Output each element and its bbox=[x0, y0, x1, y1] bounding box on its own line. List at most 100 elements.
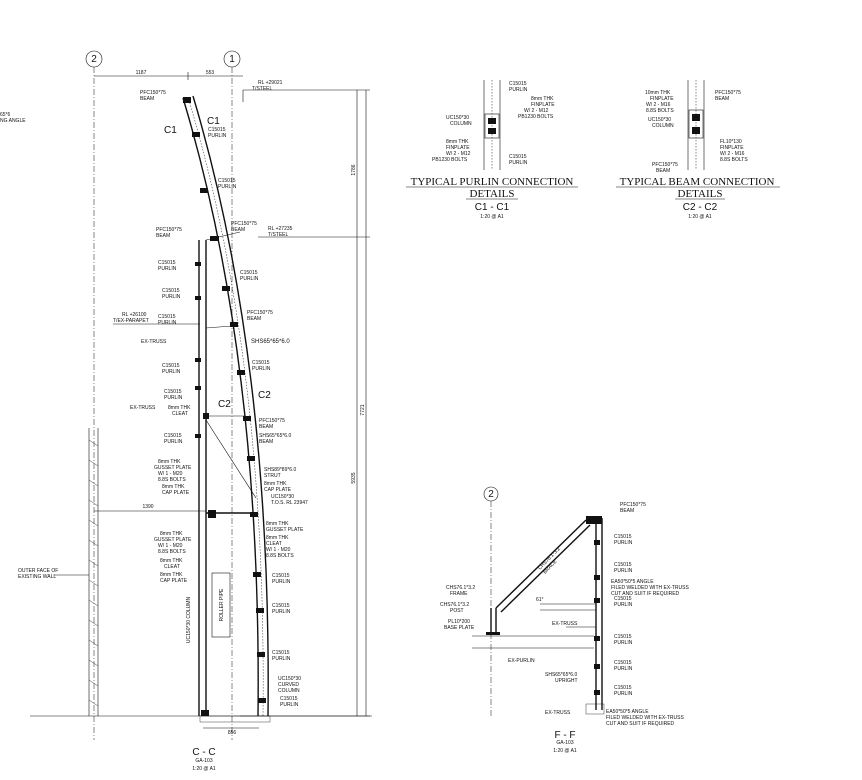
ff-label-9: CUT AND SUIT IF REQUIRED bbox=[611, 591, 680, 597]
detail-c1: C15015 PURLIN 8mm THK FINPLATE W/ 2 - M1… bbox=[406, 80, 578, 220]
cc-title: C - C bbox=[192, 747, 215, 758]
ff-label-5: C15015 bbox=[614, 562, 632, 568]
label-cr2: C15015 bbox=[252, 360, 270, 366]
c2-label-4: 8.8S BOLTS bbox=[646, 108, 674, 114]
curved-column-inner bbox=[192, 95, 269, 717]
column-note: UC150*30 COLUMN bbox=[186, 597, 192, 644]
c2-title-2: DETAILS bbox=[678, 188, 723, 200]
ff-label-10: C15015 bbox=[614, 596, 632, 602]
label-cap-l-1: 8mm THK bbox=[162, 484, 185, 490]
c1-label-9: 8mm THK bbox=[446, 139, 469, 145]
dim-h-low: 1390 bbox=[142, 504, 153, 510]
label-ex-truss: EX-TRUSS bbox=[141, 339, 167, 345]
label-gusset-4: 8.8S BOLTS bbox=[158, 477, 186, 483]
curved-column-outer bbox=[182, 97, 259, 717]
ff-label-27: PURLIN bbox=[614, 691, 633, 697]
label-pfc-mid: PFC150*75 bbox=[231, 221, 257, 227]
existing-wall bbox=[88, 428, 99, 716]
dim-top-left: 1187 bbox=[136, 70, 147, 76]
label-cap-r-1: 8mm THK bbox=[264, 481, 287, 487]
ff-label-25: UPRIGHT bbox=[555, 678, 578, 684]
label-cap-b-1: 8mm THK bbox=[160, 572, 183, 578]
ff-label-4: PURLIN bbox=[614, 540, 633, 546]
label-cr3b: PURLIN bbox=[272, 579, 291, 585]
rl-parapet: RL +26100 bbox=[122, 312, 147, 318]
label-cr4: C15015 bbox=[272, 603, 290, 609]
ff-label-11: PURLIN bbox=[614, 602, 633, 608]
ff-label-20: PURLIN bbox=[614, 640, 633, 646]
c2-label-6: BEAM bbox=[715, 96, 729, 102]
ff-label-22: C15015 bbox=[614, 660, 632, 666]
label-gus-r-2: GUSSET PLATE bbox=[266, 527, 304, 533]
label-cr3: C15015 bbox=[272, 573, 290, 579]
label-cl5b: PURLIN bbox=[164, 395, 183, 401]
label-cr5b: PURLIN bbox=[272, 656, 291, 662]
cut-mark-c2-b: C2 bbox=[258, 390, 271, 401]
label-uc-r-1: UC150*30 bbox=[271, 494, 294, 500]
c1-label-14: PURLIN bbox=[509, 160, 528, 166]
ff-label-29: EA50*50*5 ANGLE bbox=[606, 709, 649, 715]
ff-label-15: POST bbox=[450, 608, 464, 614]
label-pfc-r: PFC150*75 bbox=[247, 310, 273, 316]
section-ff: 2 CHS76.1*3.2 BRACE 61° PFC150*75 BEAM C… bbox=[440, 486, 689, 754]
label-cap-b-2: CAP PLATE bbox=[160, 578, 188, 584]
ex-truss-member bbox=[205, 325, 233, 329]
ff-label-6: PURLIN bbox=[614, 568, 633, 574]
rl-top-sub: T/STEEL bbox=[252, 86, 273, 92]
c1-label-7: UC150*30 bbox=[446, 115, 469, 121]
ff-label-1: PFC150*75 bbox=[620, 502, 646, 508]
label-uc-r-2: T.O.S. RL 23947 bbox=[271, 500, 308, 506]
c2-title-1: TYPICAL BEAM CONNECTION bbox=[620, 176, 775, 188]
c1-label-13: C15015 bbox=[509, 154, 527, 160]
label-cl1b: PURLIN bbox=[158, 266, 177, 272]
label-pfc-left-2: BEAM bbox=[156, 233, 170, 239]
edge-text-b: NG ANGLE bbox=[0, 118, 26, 124]
c1-title-1: TYPICAL PURLIN CONNECTION bbox=[411, 176, 574, 188]
label-cleat-r-3: W/ 1 - M20 bbox=[266, 547, 291, 553]
label-gus-l-3: W/ 1 - M20 bbox=[158, 543, 183, 549]
label-ex-truss-2: EX-TRUSS bbox=[130, 405, 156, 411]
c2-label-13: PFC150*75 bbox=[652, 162, 678, 168]
c2-label-2: FINPLATE bbox=[650, 96, 674, 102]
c1-scale: 1:20 @ A1 bbox=[480, 214, 504, 220]
label-cl2b: PURLIN bbox=[162, 294, 181, 300]
rl-mid: RL +27235 bbox=[268, 226, 293, 232]
ff-scale: 1:20 @ A1 bbox=[553, 748, 577, 754]
c1-label-12: PB1230 BOLTS bbox=[432, 157, 468, 163]
roller-pipe-box bbox=[211, 572, 231, 638]
label-cap-l-2: CAP PLATE bbox=[162, 490, 190, 496]
label-gusset-2: GUSSET PLATE bbox=[154, 465, 192, 471]
c2-label-14: BEAM bbox=[656, 168, 670, 174]
ff-label-12: CHS76.1*3.2 bbox=[446, 585, 475, 591]
cut-mark-c1-a: C1 bbox=[164, 125, 177, 136]
label-cr1b: PURLIN bbox=[240, 276, 259, 282]
c2-label-1: 10mm THK bbox=[645, 90, 671, 96]
cut-mark-c2-a: C2 bbox=[218, 399, 231, 410]
grid-label-2: 2 bbox=[91, 54, 97, 65]
label-cr2b: PURLIN bbox=[252, 366, 271, 372]
purlin-marks bbox=[183, 97, 266, 716]
label-gus-r-1: 8mm THK bbox=[266, 521, 289, 527]
outer-face-1: OUTER FACE OF bbox=[18, 568, 58, 574]
label-cl4: C15015 bbox=[162, 363, 180, 369]
ff-label-31: CUT AND SUIT IF REQUIRED bbox=[606, 721, 675, 727]
label-shs-r: SHS65*65*6.0 bbox=[259, 433, 291, 439]
c1-label-10: FINPLATE bbox=[446, 145, 470, 151]
ff-brace-b bbox=[500, 524, 591, 613]
ff-label-7: EA50*50*5 ANGLE bbox=[611, 579, 654, 585]
ff-ref: GA-103 bbox=[556, 740, 573, 746]
c2-label-5: PFC150*75 bbox=[715, 90, 741, 96]
label-cleat-r-4: 8.8S BOLTS bbox=[266, 553, 294, 559]
dim-v2: 7721 bbox=[360, 404, 366, 415]
label-cap-r-2: CAP PLATE bbox=[264, 487, 292, 493]
section-cc: 2 1 1187 553 RL +29021 T/STEEL RL +27235… bbox=[0, 50, 372, 772]
c1-section: C1 - C1 bbox=[475, 202, 510, 213]
detail-c2: 10mm THK FINPLATE W/ 2 - M16 8.8S BOLTS … bbox=[616, 80, 780, 220]
label-cl3: C15015 bbox=[158, 314, 176, 320]
dim-bottom: 856 bbox=[228, 730, 237, 736]
label-pfc-r2: PFC150*75 bbox=[259, 418, 285, 424]
label-cl4b: PURLIN bbox=[162, 369, 181, 375]
label-cr6b: PURLIN bbox=[280, 702, 299, 708]
c2-label-7: UC150*30 bbox=[648, 117, 671, 123]
c2-label-9: FL10*130 bbox=[720, 139, 742, 145]
